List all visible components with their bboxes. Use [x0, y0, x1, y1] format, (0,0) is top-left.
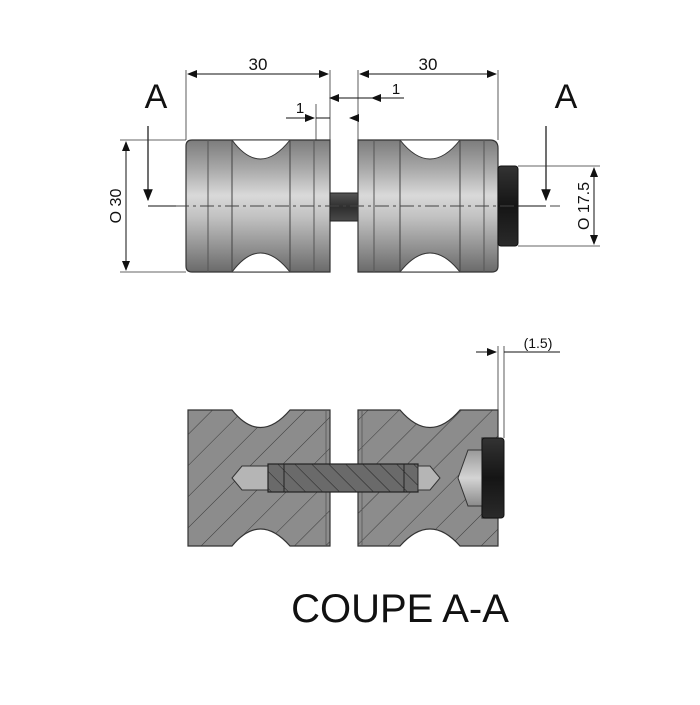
dim-cap-thickness: (1.5)	[524, 335, 553, 351]
front-view: 30 30 1 1 A A O 30 O 17.5	[108, 55, 600, 273]
section-mark-left: A	[145, 78, 168, 116]
threaded-pin	[267, 463, 419, 493]
dim-right-width: 30	[419, 55, 438, 74]
dim-diameter-body: O 30	[108, 189, 125, 224]
section-mark-right: A	[555, 78, 578, 116]
dim-diameter-cap: O 17.5	[576, 182, 593, 230]
bore-right	[417, 465, 441, 491]
dim-gap-right: 1	[392, 81, 400, 98]
dim-gap-left: 1	[296, 100, 304, 117]
section-view: (1.5)	[187, 335, 560, 547]
section-end-cap	[481, 437, 505, 519]
connecting-pin	[329, 192, 359, 222]
section-title: COUPE A-A	[291, 587, 509, 631]
dim-left-width: 30	[249, 55, 268, 74]
